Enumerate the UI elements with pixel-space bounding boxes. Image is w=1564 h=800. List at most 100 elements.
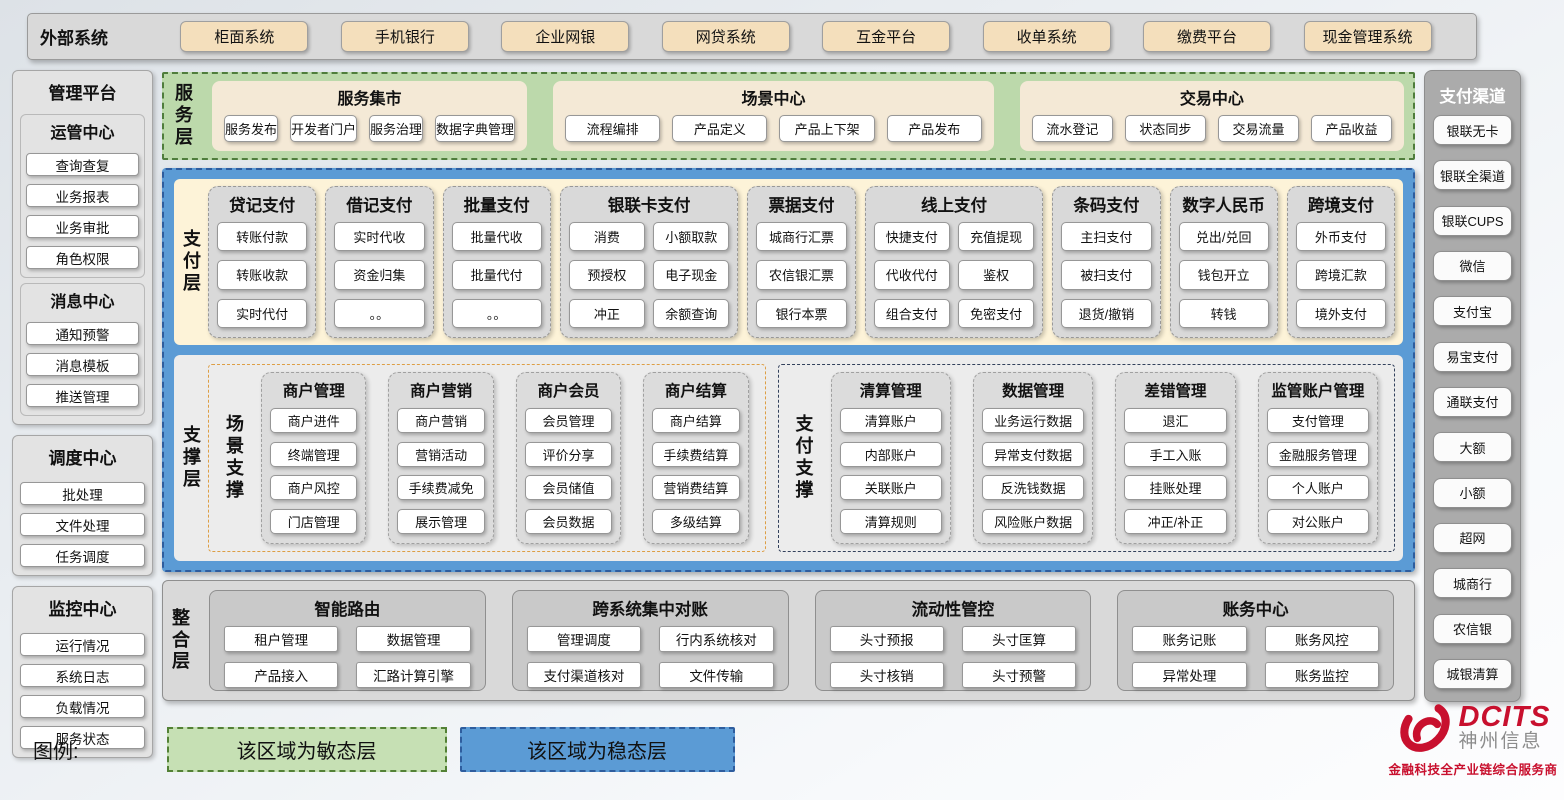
payment-item-button[interactable]: 小额取款 <box>653 222 730 252</box>
support-item-button[interactable]: 营销费结算 <box>652 475 740 501</box>
support-item-button[interactable]: 手续费减免 <box>397 475 485 501</box>
payment-item-button[interactable]: 主扫支付 <box>1061 222 1152 252</box>
service-item-button[interactable]: 流程编排 <box>565 115 661 142</box>
service-item-button[interactable]: 服务治理 <box>369 115 424 142</box>
payment-channel-button[interactable]: 微信 <box>1433 250 1512 281</box>
support-item-button[interactable]: 业务运行数据 <box>981 408 1085 434</box>
sidebar-item-button[interactable]: 查询查复 <box>26 153 139 176</box>
support-item-button[interactable]: 会员管理 <box>524 408 613 434</box>
support-item-button[interactable]: 商户结算 <box>652 408 740 434</box>
payment-item-button[interactable]: 代收代付 <box>873 260 950 290</box>
support-item-button[interactable]: 对公账户 <box>1266 508 1370 534</box>
support-item-button[interactable]: 评价分享 <box>524 441 613 467</box>
sidebar-item-button[interactable]: 业务审批 <box>26 215 139 238</box>
sidebar-item-button[interactable]: 角色权限 <box>26 246 139 269</box>
support-item-button[interactable]: 支付管理 <box>1266 408 1370 434</box>
sidebar-item-button[interactable]: 业务报表 <box>26 184 139 207</box>
payment-item-button[interactable]: 批量代收 <box>451 222 542 252</box>
integration-item-button[interactable]: 账务记账 <box>1132 626 1247 652</box>
support-item-button[interactable]: 退汇 <box>1124 408 1227 434</box>
integration-item-button[interactable]: 行内系统核对 <box>659 626 774 652</box>
integration-item-button[interactable]: 头寸核销 <box>829 662 944 688</box>
integration-item-button[interactable]: 管理调度 <box>526 626 642 652</box>
sidebar-item-button[interactable]: 运行情况 <box>20 633 145 656</box>
support-item-button[interactable]: 冲正/补正 <box>1124 508 1227 534</box>
payment-item-button[interactable]: 冲正 <box>568 298 646 328</box>
external-system-button[interactable]: 网贷系统 <box>661 21 790 52</box>
support-item-button[interactable]: 异常支付数据 <box>981 441 1085 467</box>
payment-item-button[interactable]: 农信银汇票 <box>756 260 847 290</box>
support-item-button[interactable]: 关联账户 <box>839 475 942 501</box>
payment-item-button[interactable]: 免密支付 <box>957 298 1035 328</box>
payment-item-button[interactable]: 境外支付 <box>1295 298 1387 328</box>
service-item-button[interactable]: 服务发布 <box>224 115 279 142</box>
external-system-button[interactable]: 缴费平台 <box>1143 21 1272 52</box>
payment-channel-button[interactable]: 通联支付 <box>1433 386 1512 417</box>
payment-item-button[interactable]: 兑出/兑回 <box>1178 222 1269 252</box>
integration-item-button[interactable]: 账务风控 <box>1264 626 1379 652</box>
support-item-button[interactable]: 多级结算 <box>652 508 740 534</box>
payment-item-button[interactable]: 充值提现 <box>957 222 1035 252</box>
payment-item-button[interactable]: 外币支付 <box>1295 222 1387 252</box>
payment-item-button[interactable]: 被扫支付 <box>1061 260 1152 290</box>
sidebar-item-button[interactable]: 文件处理 <box>20 513 145 536</box>
payment-item-button[interactable]: 快捷支付 <box>873 222 950 252</box>
payment-channel-button[interactable]: 银联CUPS <box>1433 205 1512 236</box>
integration-item-button[interactable]: 支付渠道核对 <box>526 662 642 688</box>
payment-channel-button[interactable]: 农信银 <box>1433 613 1512 644</box>
integration-item-button[interactable]: 异常处理 <box>1132 662 1247 688</box>
support-item-button[interactable]: 门店管理 <box>270 508 358 534</box>
support-item-button[interactable]: 风险账户数据 <box>981 508 1085 534</box>
integration-item-button[interactable]: 产品接入 <box>224 662 339 688</box>
integration-item-button[interactable]: 头寸预警 <box>961 662 1077 688</box>
support-item-button[interactable]: 展示管理 <box>397 508 485 534</box>
support-item-button[interactable]: 手续费结算 <box>652 441 740 467</box>
integration-item-button[interactable]: 头寸预报 <box>829 626 944 652</box>
payment-item-button[interactable]: 钱包开立 <box>1178 260 1269 290</box>
sidebar-item-button[interactable]: 消息模板 <box>26 353 139 376</box>
support-item-button[interactable]: 商户进件 <box>270 408 358 434</box>
payment-channel-button[interactable]: 超网 <box>1433 522 1512 553</box>
service-item-button[interactable]: 交易流量 <box>1217 115 1299 142</box>
support-item-button[interactable]: 会员储值 <box>524 475 613 501</box>
support-item-button[interactable]: 终端管理 <box>270 441 358 467</box>
service-item-button[interactable]: 产品上下架 <box>779 115 875 142</box>
external-system-button[interactable]: 手机银行 <box>340 21 469 52</box>
integration-item-button[interactable]: 账务监控 <box>1264 662 1379 688</box>
payment-item-button[interactable]: 转账付款 <box>217 222 308 252</box>
external-system-button[interactable]: 柜面系统 <box>180 21 309 52</box>
support-item-button[interactable]: 反洗钱数据 <box>981 475 1085 501</box>
support-item-button[interactable]: 商户营销 <box>397 408 485 434</box>
payment-item-button[interactable]: 实时代付 <box>217 298 308 328</box>
sidebar-item-button[interactable]: 批处理 <box>20 482 145 505</box>
payment-item-button[interactable]: 批量代付 <box>451 260 542 290</box>
integration-item-button[interactable]: 汇路计算引擎 <box>356 662 471 688</box>
payment-channel-button[interactable]: 城银清算 <box>1433 658 1512 689</box>
payment-channel-button[interactable]: 支付宝 <box>1433 296 1512 327</box>
service-item-button[interactable]: 产品收益 <box>1310 115 1392 142</box>
service-item-button[interactable]: 产品发布 <box>886 115 982 142</box>
sidebar-item-button[interactable]: 任务调度 <box>20 544 145 567</box>
sidebar-item-button[interactable]: 负载情况 <box>20 695 145 718</box>
payment-item-button[interactable]: 预授权 <box>568 260 646 290</box>
external-system-button[interactable]: 现金管理系统 <box>1303 21 1432 52</box>
payment-item-button[interactable]: 资金归集 <box>334 260 425 290</box>
payment-item-button[interactable]: 鉴权 <box>957 260 1035 290</box>
payment-item-button[interactable]: 跨境汇款 <box>1295 260 1387 290</box>
payment-item-button[interactable]: 余额查询 <box>653 298 730 328</box>
external-system-button[interactable]: 互金平台 <box>822 21 951 52</box>
payment-channel-button[interactable]: 大额 <box>1433 432 1512 463</box>
service-item-button[interactable]: 状态同步 <box>1124 115 1206 142</box>
support-item-button[interactable]: 个人账户 <box>1266 475 1370 501</box>
service-item-button[interactable]: 数据字典管理 <box>435 115 516 142</box>
payment-item-button[interactable]: 。。 <box>334 298 425 328</box>
payment-item-button[interactable]: 组合支付 <box>873 298 950 328</box>
payment-channel-button[interactable]: 城商行 <box>1433 568 1512 599</box>
support-item-button[interactable]: 挂账处理 <box>1124 475 1227 501</box>
service-item-button[interactable]: 产品定义 <box>672 115 768 142</box>
support-item-button[interactable]: 金融服务管理 <box>1266 441 1370 467</box>
payment-item-button[interactable]: 转钱 <box>1178 298 1269 328</box>
payment-item-button[interactable]: 实时代收 <box>334 222 425 252</box>
payment-channel-button[interactable]: 银联全渠道 <box>1433 160 1512 191</box>
payment-item-button[interactable]: 转账收款 <box>217 260 308 290</box>
